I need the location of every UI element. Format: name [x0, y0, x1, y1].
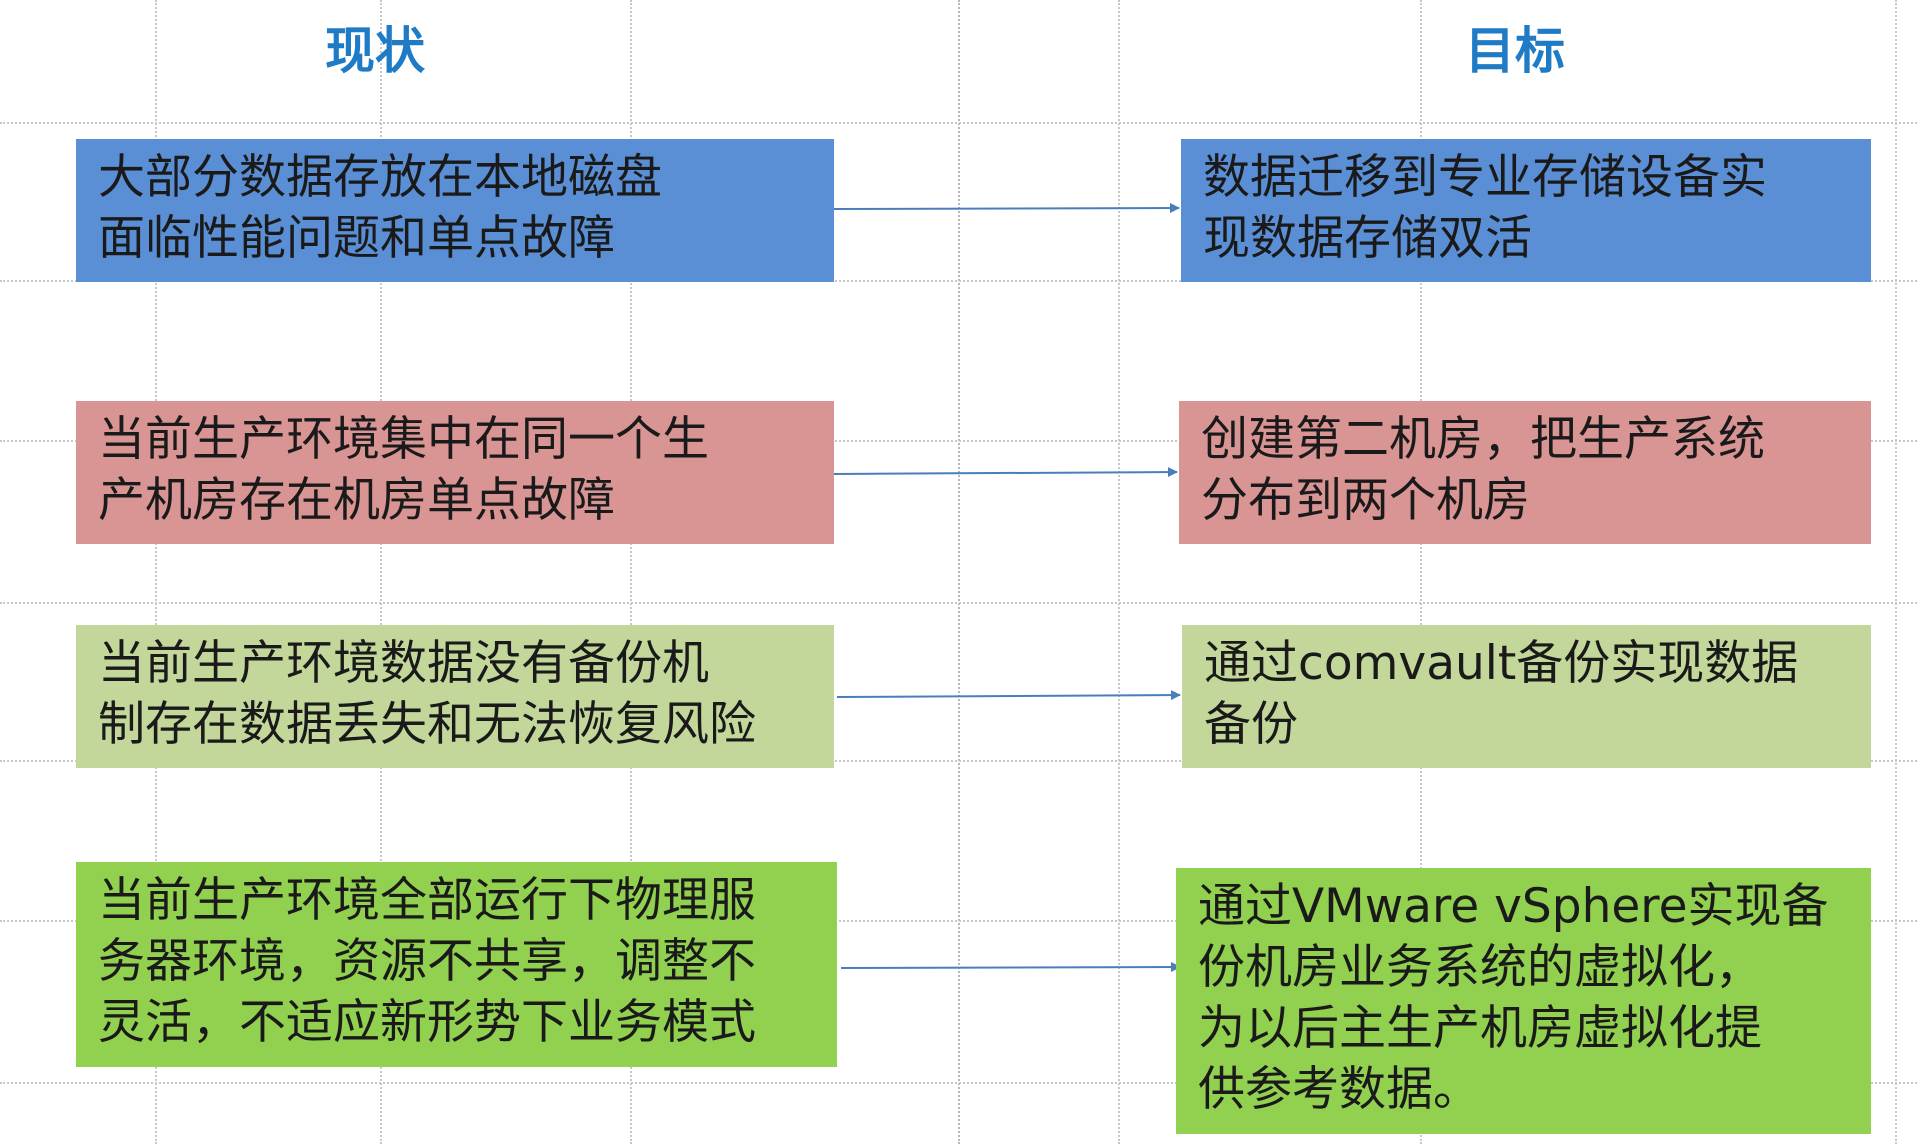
box-text-line: 现数据存储双活 [1203, 211, 1532, 266]
box-text-line: 为以后主生产机房虚拟化提 [1198, 1001, 1762, 1056]
arrow-row-1 [833, 203, 1180, 214]
guide-line-horizontal [0, 122, 1917, 124]
box-text-line: 灵活，不适应新形势下业务模式 [98, 995, 756, 1050]
guide-line-vertical [958, 0, 960, 1144]
current-state-box-datacenter: 当前生产环境集中在同一个生 产机房存在机房单点故障 [76, 401, 834, 544]
guide-line-horizontal [0, 920, 1917, 922]
target-state-box-datacenter: 创建第二机房，把生产系统 分布到两个机房 [1179, 401, 1871, 544]
box-text-line: 通过comvault备份实现数据 [1204, 636, 1799, 691]
target-state-box-backup: 通过comvault备份实现数据 备份 [1182, 625, 1871, 768]
guide-line-vertical [1895, 0, 1897, 1144]
guide-line-vertical [630, 0, 632, 1144]
arrow-row-2 [833, 467, 1178, 478]
guide-line-vertical [155, 0, 157, 1144]
box-text-line: 产机房存在机房单点故障 [98, 473, 615, 528]
target-state-box-virtualization: 通过VMware vSphere实现备 份机房业务系统的虚拟化， 为以后主生产机… [1176, 868, 1871, 1134]
guide-line-horizontal [0, 1082, 1917, 1084]
current-state-box-virtualization: 当前生产环境全部运行下物理服 务器环境，资源不共享，调整不 灵活，不适应新形势下… [76, 862, 837, 1067]
guide-line-horizontal [0, 602, 1917, 604]
box-text-line: 供参考数据。 [1198, 1062, 1480, 1117]
box-text-line: 面临性能问题和单点故障 [98, 211, 615, 266]
box-text-line: 备份 [1204, 697, 1298, 752]
guide-line-vertical [1420, 0, 1422, 1144]
guide-line-horizontal [0, 280, 1917, 282]
heading-target-state: 目标 [1465, 22, 1565, 80]
box-text-line: 务器环境，资源不共享，调整不 [98, 934, 756, 989]
box-text-line: 通过VMware vSphere实现备 [1198, 879, 1829, 934]
current-state-box-storage: 大部分数据存放在本地磁盘 面临性能问题和单点故障 [76, 139, 834, 282]
box-text-line: 制存在数据丢失和无法恢复风险 [98, 697, 756, 752]
guide-line-vertical [1118, 0, 1120, 1144]
box-text-line: 数据迁移到专业存储设备实 [1203, 150, 1767, 205]
box-text-line: 大部分数据存放在本地磁盘 [98, 150, 662, 205]
arrow-row-4 [840, 962, 1181, 973]
box-text-line: 当前生产环境全部运行下物理服 [98, 873, 756, 928]
arrow-row-3 [836, 690, 1181, 701]
box-text-line: 份机房业务系统的虚拟化， [1198, 940, 1762, 995]
box-text-line: 分布到两个机房 [1201, 473, 1530, 528]
guide-line-horizontal [0, 440, 1917, 442]
guide-line-vertical [380, 0, 382, 1144]
box-text-line: 创建第二机房，把生产系统 [1201, 412, 1765, 467]
heading-current-state: 现状 [325, 22, 425, 80]
box-text-line: 当前生产环境集中在同一个生 [98, 412, 709, 467]
current-state-box-backup: 当前生产环境数据没有备份机 制存在数据丢失和无法恢复风险 [76, 625, 834, 768]
guide-line-horizontal [0, 760, 1917, 762]
box-text-line: 当前生产环境数据没有备份机 [98, 636, 709, 691]
target-state-box-storage: 数据迁移到专业存储设备实 现数据存储双活 [1181, 139, 1871, 282]
